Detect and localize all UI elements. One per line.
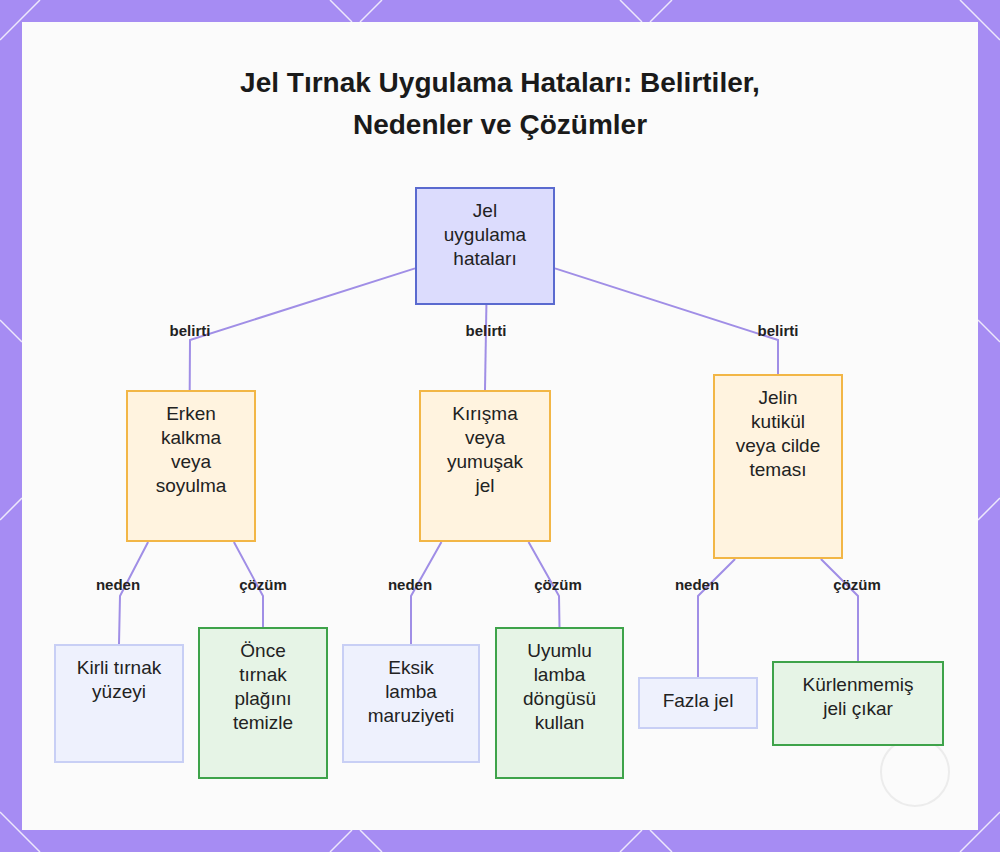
node-label: Kirli tırnak yüzeyi: [60, 656, 178, 704]
edge-label: belirti: [758, 322, 799, 339]
edge-label: belirti: [466, 322, 507, 339]
connector: [190, 268, 415, 390]
diagram-title: Jel Tırnak Uygulama Hataları: Belirtiler…: [240, 62, 760, 146]
edge-label: belirti: [170, 322, 211, 339]
connector: [555, 268, 778, 374]
symptom-box: Kırışma veya yumuşak jel: [419, 390, 551, 542]
node-label: Fazla jel: [643, 689, 753, 713]
node-label: Kürlenmemiş jeli çıkar: [796, 673, 920, 721]
node-label: Önce tırnak plağını temizle: [221, 639, 305, 735]
solution-box: Uyumlu lamba döngüsü kullan: [495, 627, 624, 779]
edge-label: neden: [675, 576, 719, 593]
edge-label: çözüm: [534, 576, 582, 593]
watermark-icon: [881, 738, 949, 806]
node-label: Kırışma veya yumuşak jel: [441, 402, 529, 498]
edge-label: çözüm: [833, 576, 881, 593]
edge-label: neden: [96, 576, 140, 593]
cause-box: Eksik lamba maruziyeti: [342, 644, 480, 763]
cause-box: Kirli tırnak yüzeyi: [54, 644, 184, 763]
connector: [485, 305, 486, 390]
symptom-box: Erken kalkma veya soyulma: [126, 390, 256, 542]
symptom-box: Jelin kutikül veya cilde teması: [713, 374, 843, 559]
connector: [411, 542, 441, 644]
root-box: Jel uygulama hataları: [415, 187, 555, 305]
canvas: [22, 22, 978, 830]
edge-label: neden: [388, 576, 432, 593]
node-label: Eksik lamba maruziyeti: [361, 656, 461, 728]
node-label: Erken kalkma veya soyulma: [147, 402, 235, 498]
node-label: Jel uygulama hataları: [440, 199, 530, 271]
solution-box: Önce tırnak plağını temizle: [198, 627, 328, 779]
node-label: Jelin kutikül veya cilde teması: [729, 386, 827, 482]
connector: [119, 542, 148, 644]
connector: [821, 559, 858, 661]
edge-label: çözüm: [239, 576, 287, 593]
node-label: Uyumlu lamba döngüsü kullan: [518, 639, 602, 735]
solution-box: Kürlenmemiş jeli çıkar: [772, 661, 944, 746]
cause-box: Fazla jel: [638, 677, 758, 729]
